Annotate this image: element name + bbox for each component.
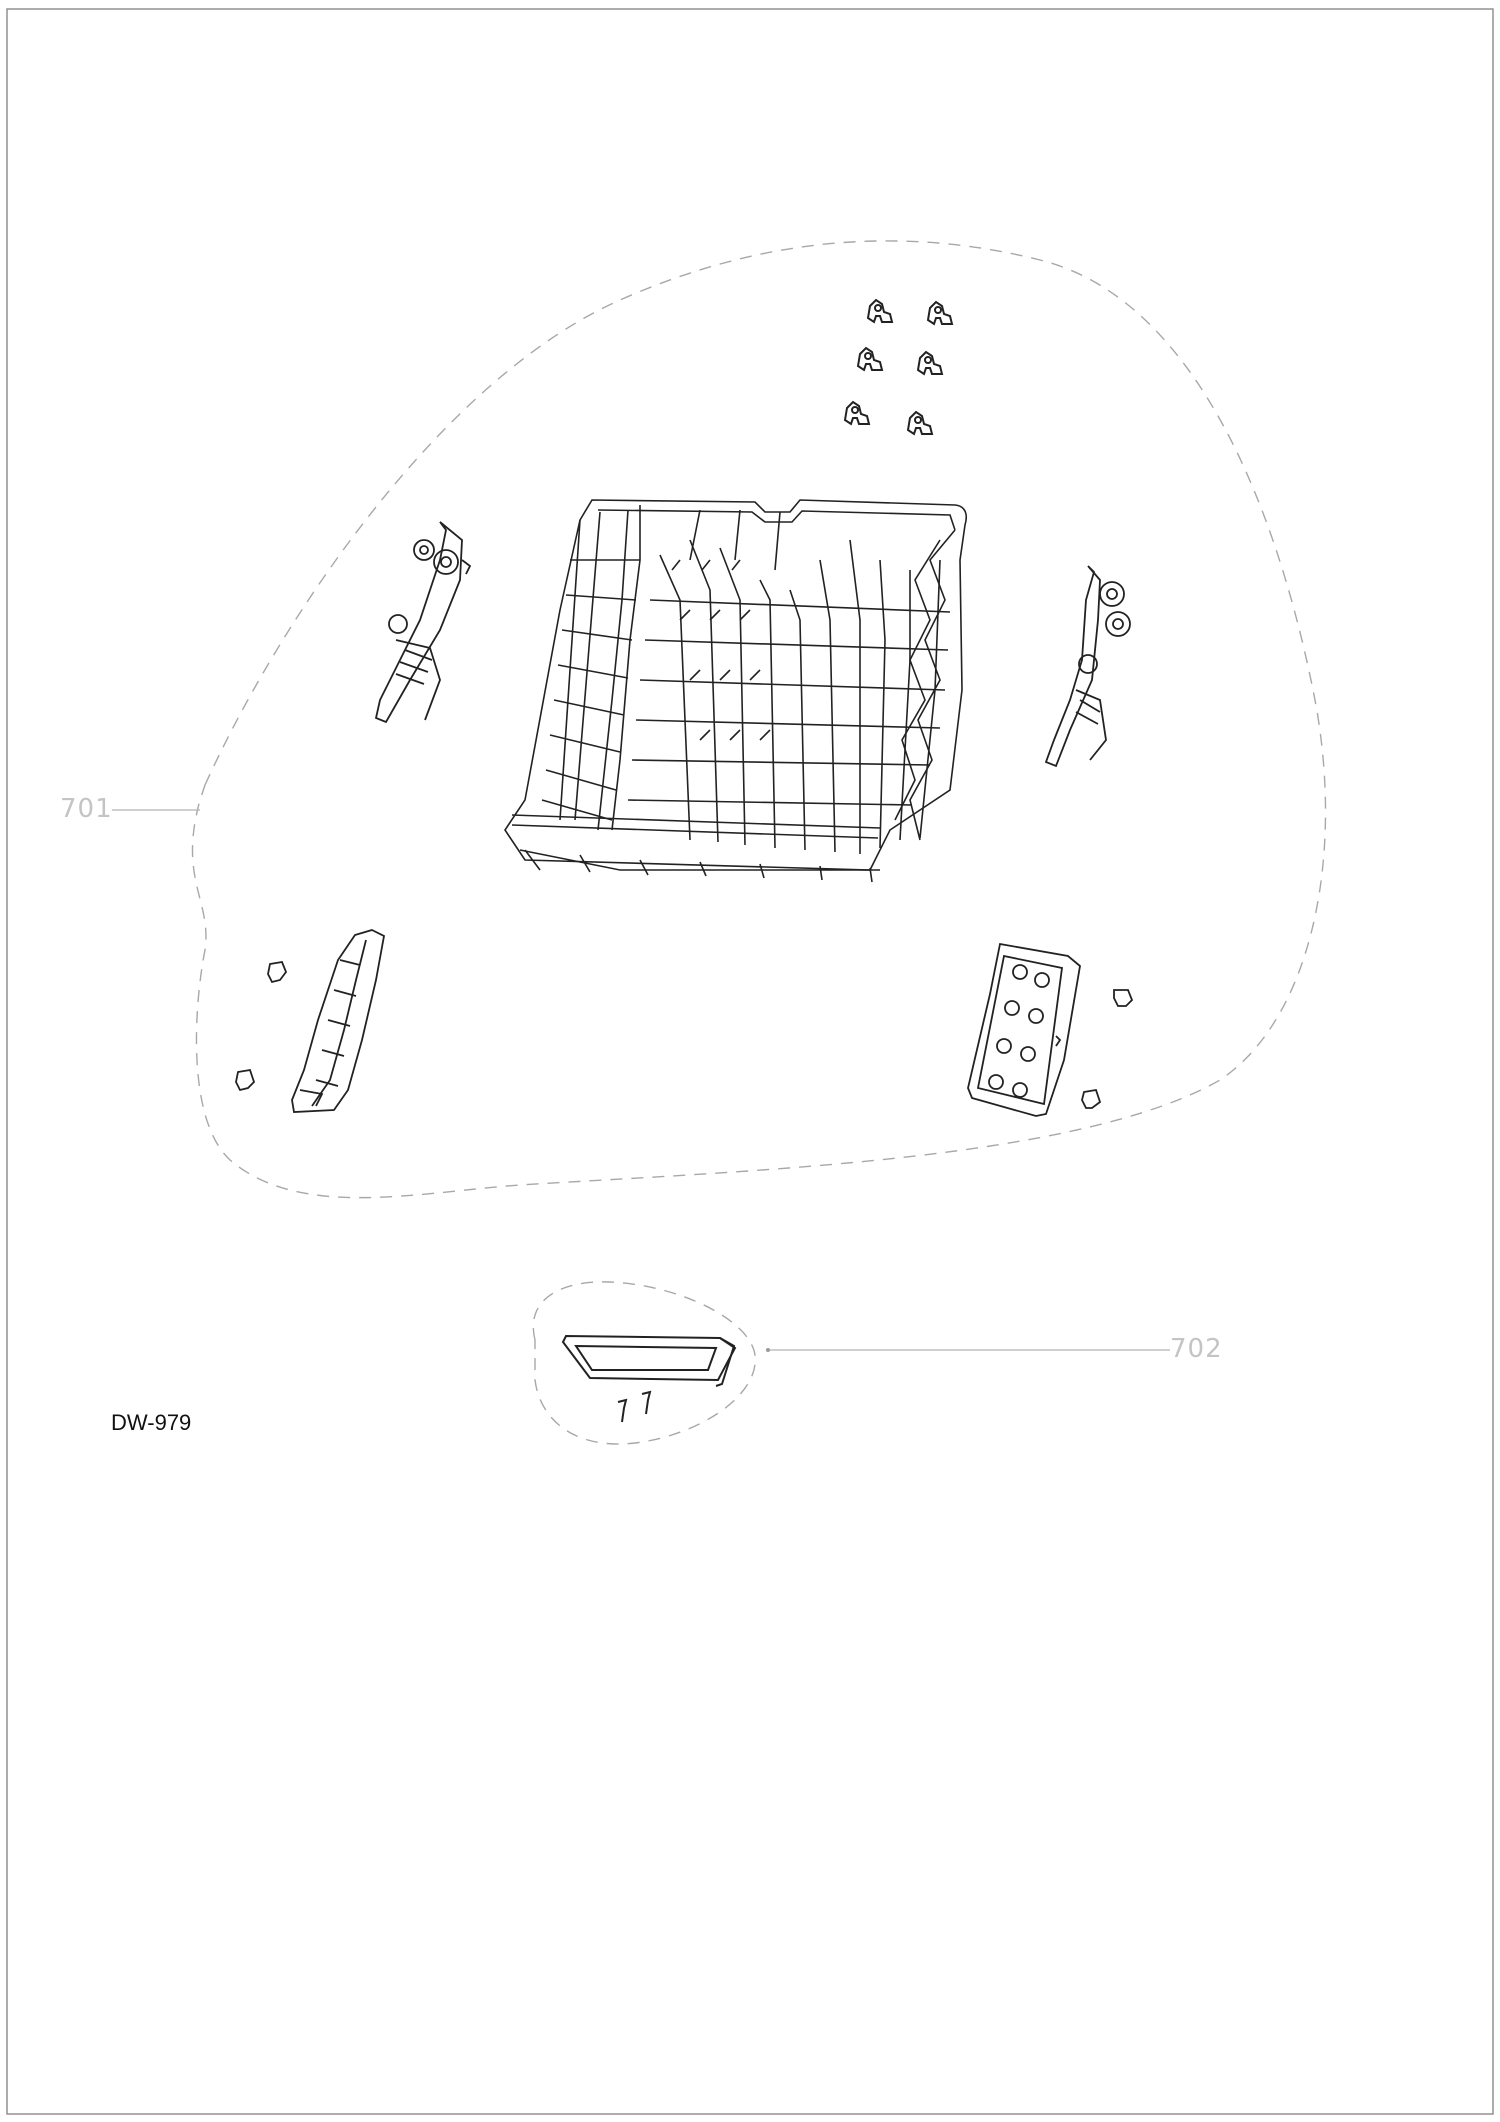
left-rail-assembly [374, 521, 472, 724]
page-border [6, 8, 1494, 2115]
right-cup-shelf [967, 942, 1134, 1117]
rack-clip [856, 346, 884, 372]
upper-basket [504, 499, 968, 883]
rack-clip [866, 298, 894, 324]
basket-handle [561, 1334, 737, 1387]
rack-clip [926, 300, 954, 326]
rack-clip [916, 350, 944, 376]
right-rail-assembly [1044, 565, 1131, 768]
rack-clip-set [843, 298, 954, 436]
callout-702: 702 [1170, 1334, 1223, 1364]
shelf-hook [1081, 1088, 1102, 1109]
group-701-outline [191, 240, 1327, 1199]
model-number: DW-979 [111, 1410, 192, 1435]
handle-screws [617, 1390, 652, 1423]
shelf-hook [235, 1068, 256, 1092]
shelf-hook [1113, 989, 1134, 1007]
rack-clip [906, 410, 934, 436]
callout-701: 701 [60, 794, 113, 824]
left-cup-shelf [235, 929, 386, 1113]
shelf-hook [267, 960, 288, 984]
leader-702-dot [766, 1348, 770, 1352]
rack-clip [843, 400, 871, 426]
group-702-outline [532, 1281, 756, 1445]
